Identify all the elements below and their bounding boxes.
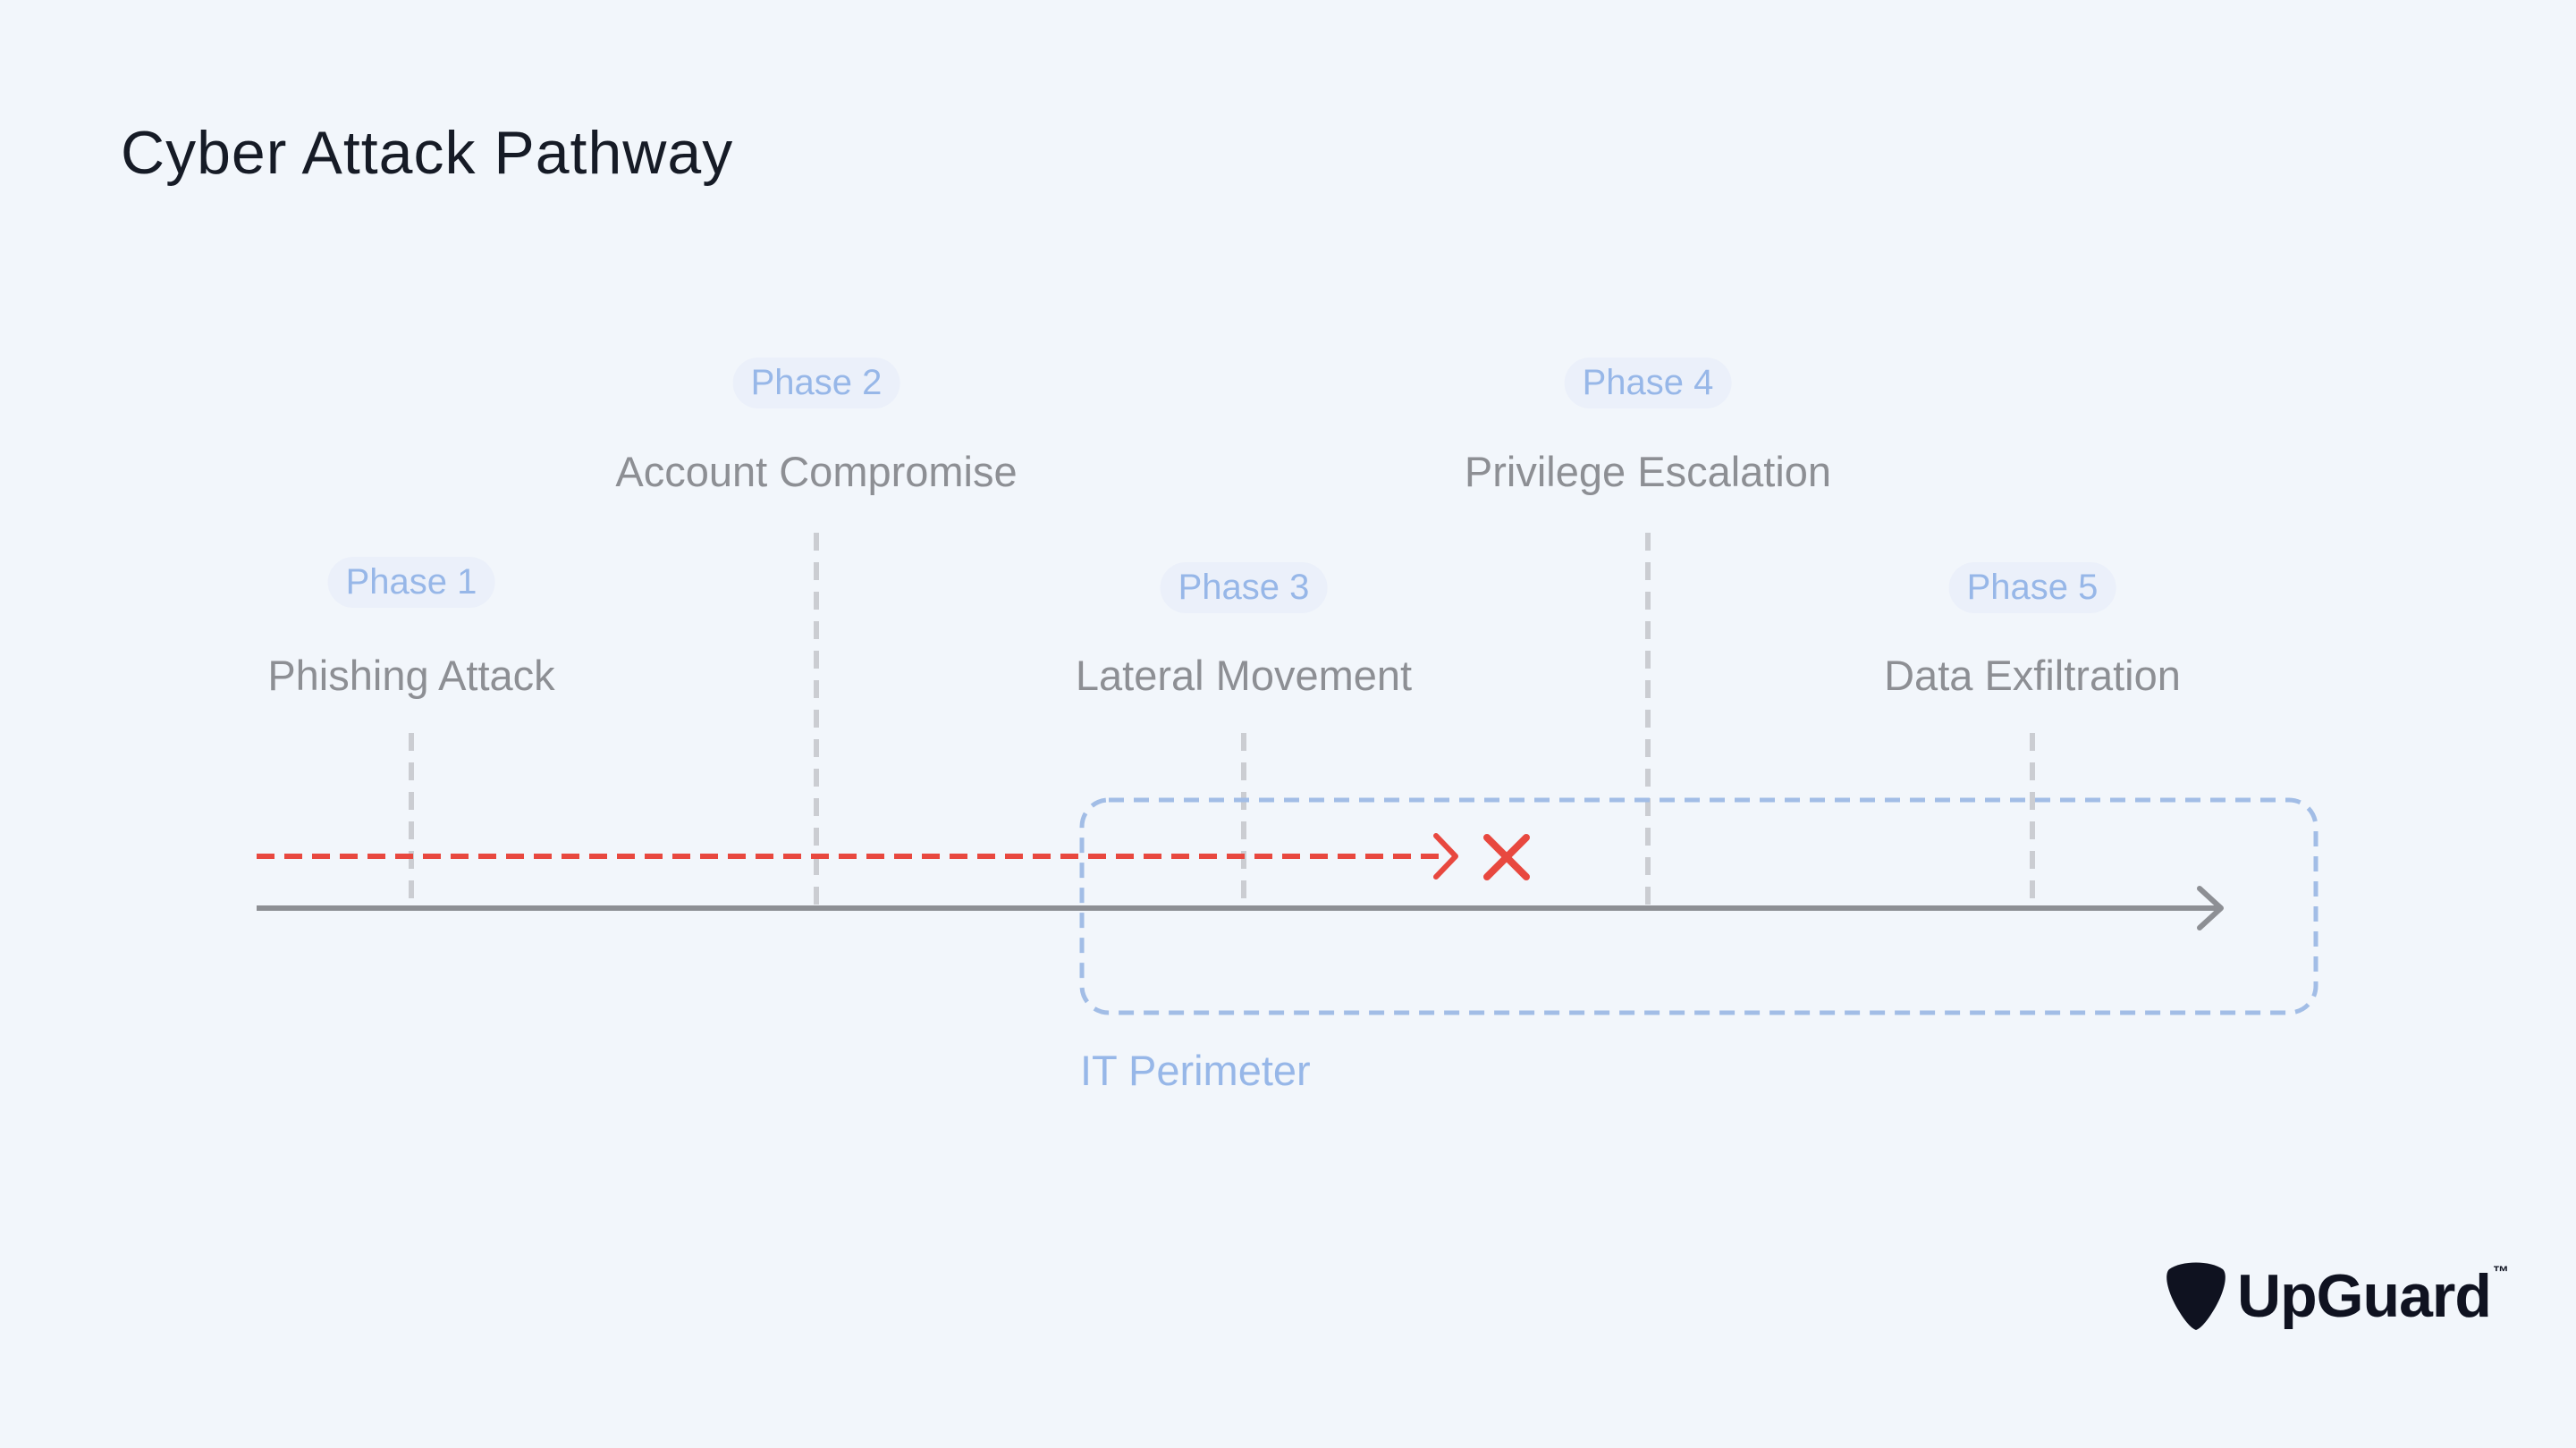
upguard-logo: UpGuard ™ [2164,1256,2509,1336]
upguard-pick-icon [2166,1262,2225,1330]
phase-5-badge: Phase 5 [1948,562,2116,613]
phase-4-name: Privilege Escalation [1464,448,1832,495]
phase-3-name: Lateral Movement [1075,652,1413,699]
attack-path-arrowhead-icon [1433,833,1458,880]
it-perimeter-box [1079,797,2318,1015]
phase-5-name: Data Exfiltration [1884,652,2181,699]
phase-1-badge: Phase 1 [327,557,495,608]
phase-3-badge: Phase 3 [1160,562,1328,613]
timeline-arrowhead-icon [2197,886,2224,930]
phase-2-name: Account Compromise [615,448,1018,495]
it-perimeter-label: IT Perimeter [1080,1047,1311,1094]
blocked-x-icon [1483,834,1530,880]
phase-4-badge: Phase 4 [1564,358,1732,408]
trademark-symbol: ™ [2492,1263,2509,1281]
phase-2-badge: Phase 2 [732,358,900,408]
upguard-wordmark: UpGuard [2237,1262,2492,1330]
phase-1-name: Phishing Attack [267,652,555,699]
diagram-title: Cyber Attack Pathway [121,119,734,187]
